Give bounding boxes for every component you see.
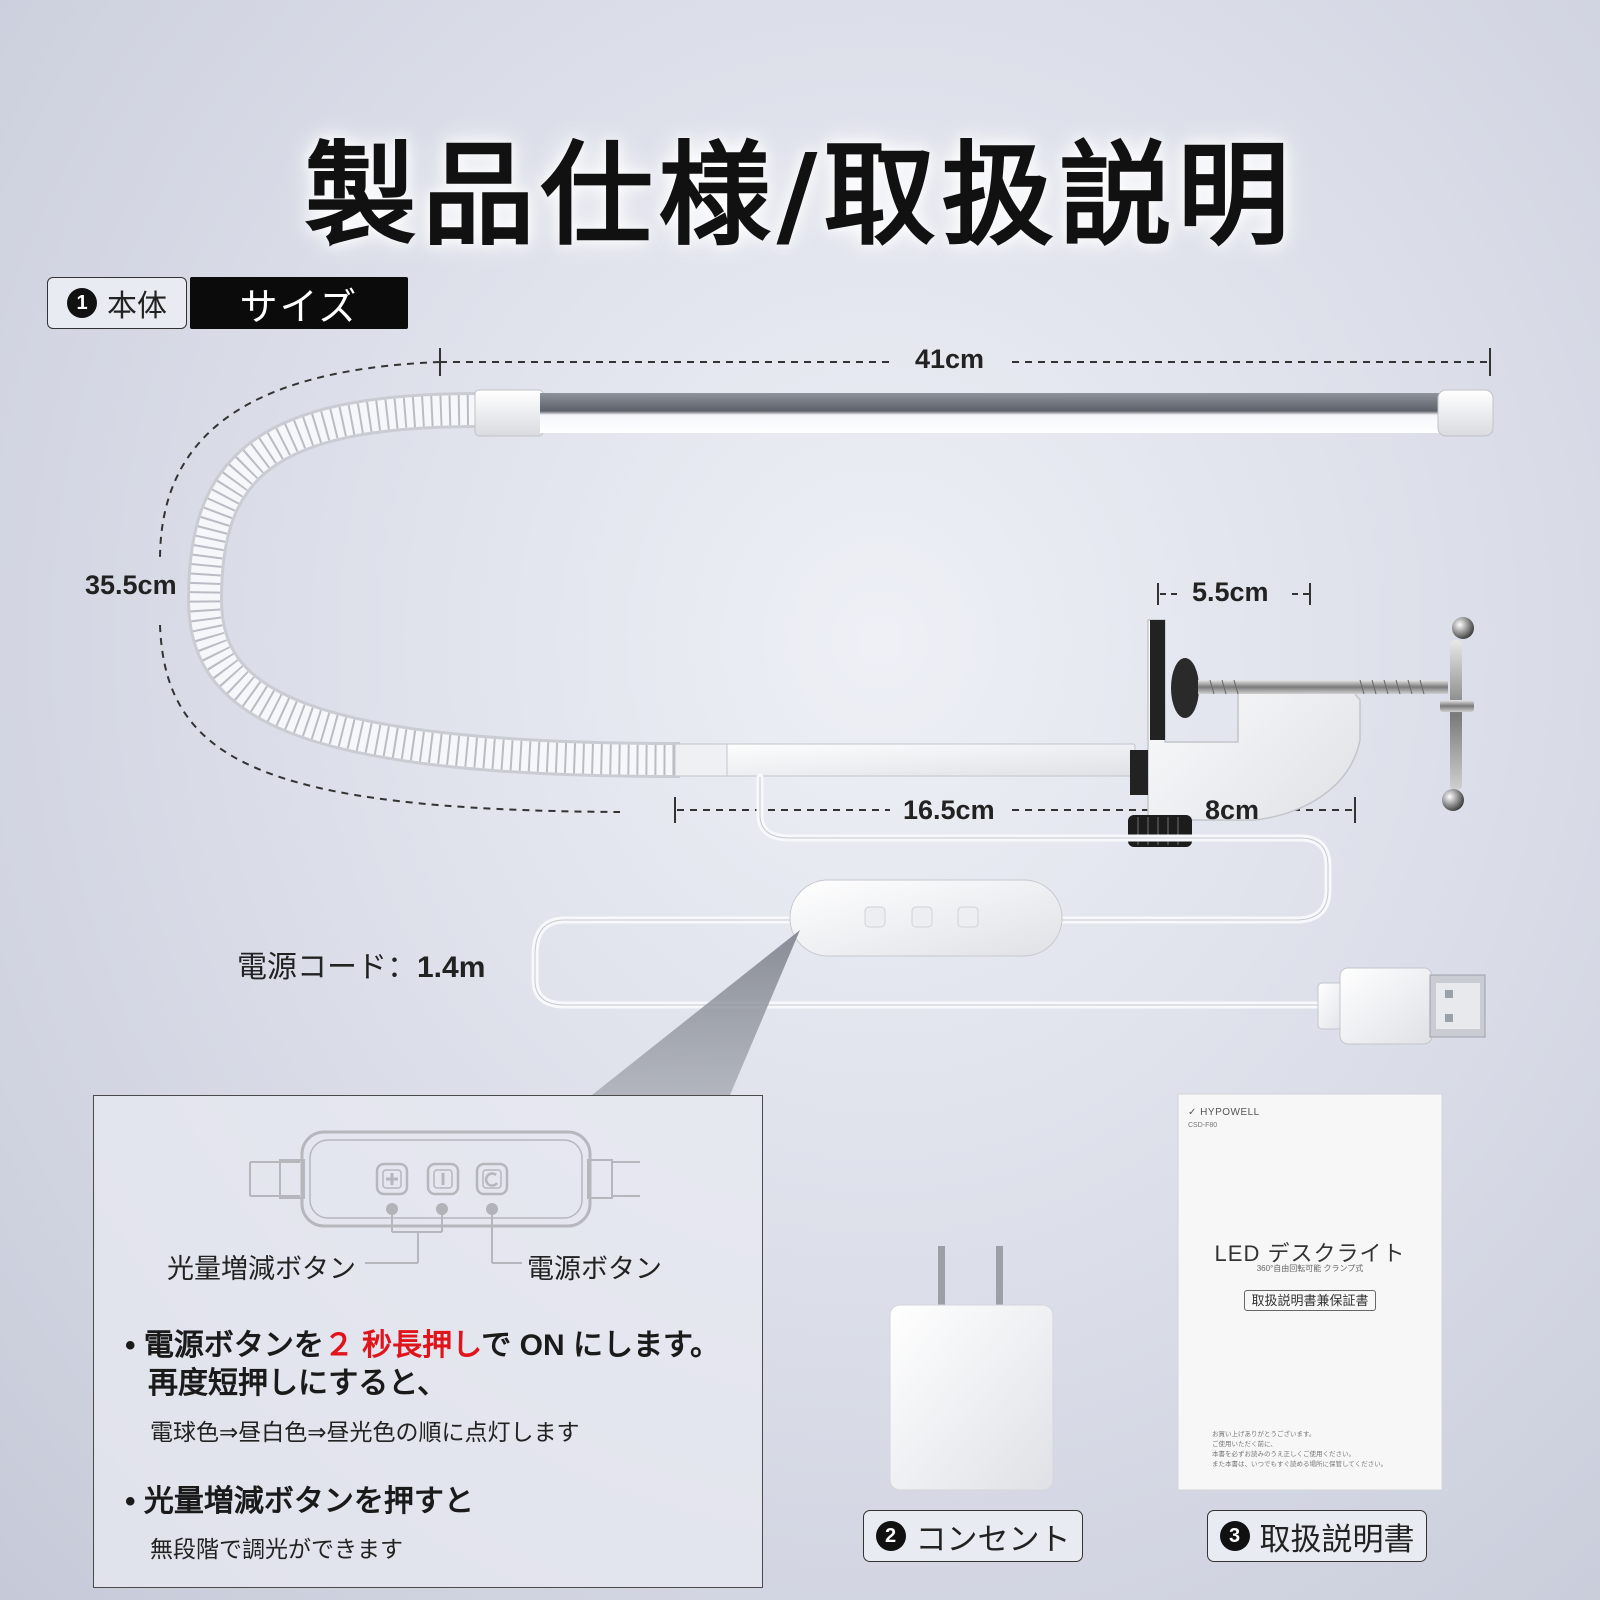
- usb-plug: [1317, 967, 1486, 1045]
- cord-length: 電源コード：1.4m: [237, 942, 485, 986]
- manual-notes: お買い上げありがとうございます。 ご使用いただく前に、 本書を必ずお読みのうえ正…: [1212, 1431, 1388, 1468]
- light-bar: [474, 389, 1494, 437]
- section-label: 本体: [107, 290, 167, 323]
- dim-arm-length: 16.5cm: [903, 795, 995, 825]
- power-button-label: 電源ボタン: [527, 1254, 662, 1284]
- accessory-outlet-tag: 2 コンセント: [863, 1510, 1083, 1562]
- accessory-number: 3: [1219, 1521, 1250, 1551]
- accessory-label: 取扱説明書: [1259, 1521, 1415, 1557]
- instruction-2-note: 無段階で調光ができます: [150, 1536, 403, 1562]
- instruction-1-note: 電球色⇒昼白色⇒昼光色の順に点灯します: [150, 1419, 580, 1445]
- accessory-label: コンセント: [915, 1521, 1071, 1557]
- cord-value: 1.4m: [417, 951, 486, 984]
- dim-width: 41cm: [915, 344, 985, 374]
- instruction-1-line2: 再度短押しにすると、: [148, 1367, 448, 1400]
- size-tab[interactable]: サイズ: [190, 277, 408, 329]
- power-adapter: [889, 1246, 1054, 1491]
- section-tag: 1 本体: [47, 277, 187, 329]
- section-number: 1: [67, 288, 97, 318]
- brand-logo-icon: ✓: [1188, 1107, 1197, 1118]
- manual-brand: ✓ HYPOWELL: [1188, 1107, 1260, 1118]
- lamp-arm: [674, 743, 1136, 777]
- manual-title: LED デスクライト: [1214, 1241, 1406, 1266]
- accessory-manual-tag: 3 取扱説明書: [1207, 1510, 1427, 1562]
- brightness-button-label: 光量増減ボタン: [167, 1254, 356, 1284]
- cord-label: 電源コード：: [237, 951, 417, 984]
- page-title: 製品仕様/取扱説明: [304, 131, 1296, 261]
- controller-panel: [93, 1095, 763, 1588]
- manual-subtitle: 360°自由回転可能 クランプ式: [1256, 1264, 1364, 1273]
- dimension-lines: [159, 348, 1491, 823]
- dim-clamp-opening: 5.5cm: [1192, 577, 1269, 607]
- gooseneck-arm: [186, 392, 681, 778]
- zoom-beam: [592, 930, 800, 1095]
- accessory-number: 2: [875, 1521, 906, 1551]
- highlight-long-press: ２ 秒長押し: [323, 1329, 482, 1362]
- manual-sheet: [1177, 1093, 1443, 1491]
- manual-model: CSD-F80: [1188, 1122, 1218, 1129]
- dim-clamp-depth: 8cm: [1205, 795, 1260, 825]
- dim-height: 35.5cm: [85, 570, 177, 600]
- desk-clamp: [1128, 617, 1474, 847]
- manual-boxed-title: 取扱説明書兼保証書: [1244, 1290, 1376, 1311]
- instruction-1: • 電源ボタンを２ 秒長押しで ON にします。: [125, 1329, 720, 1362]
- instruction-2: • 光量増減ボタンを押すと: [125, 1485, 474, 1518]
- inline-controller: [789, 879, 1063, 957]
